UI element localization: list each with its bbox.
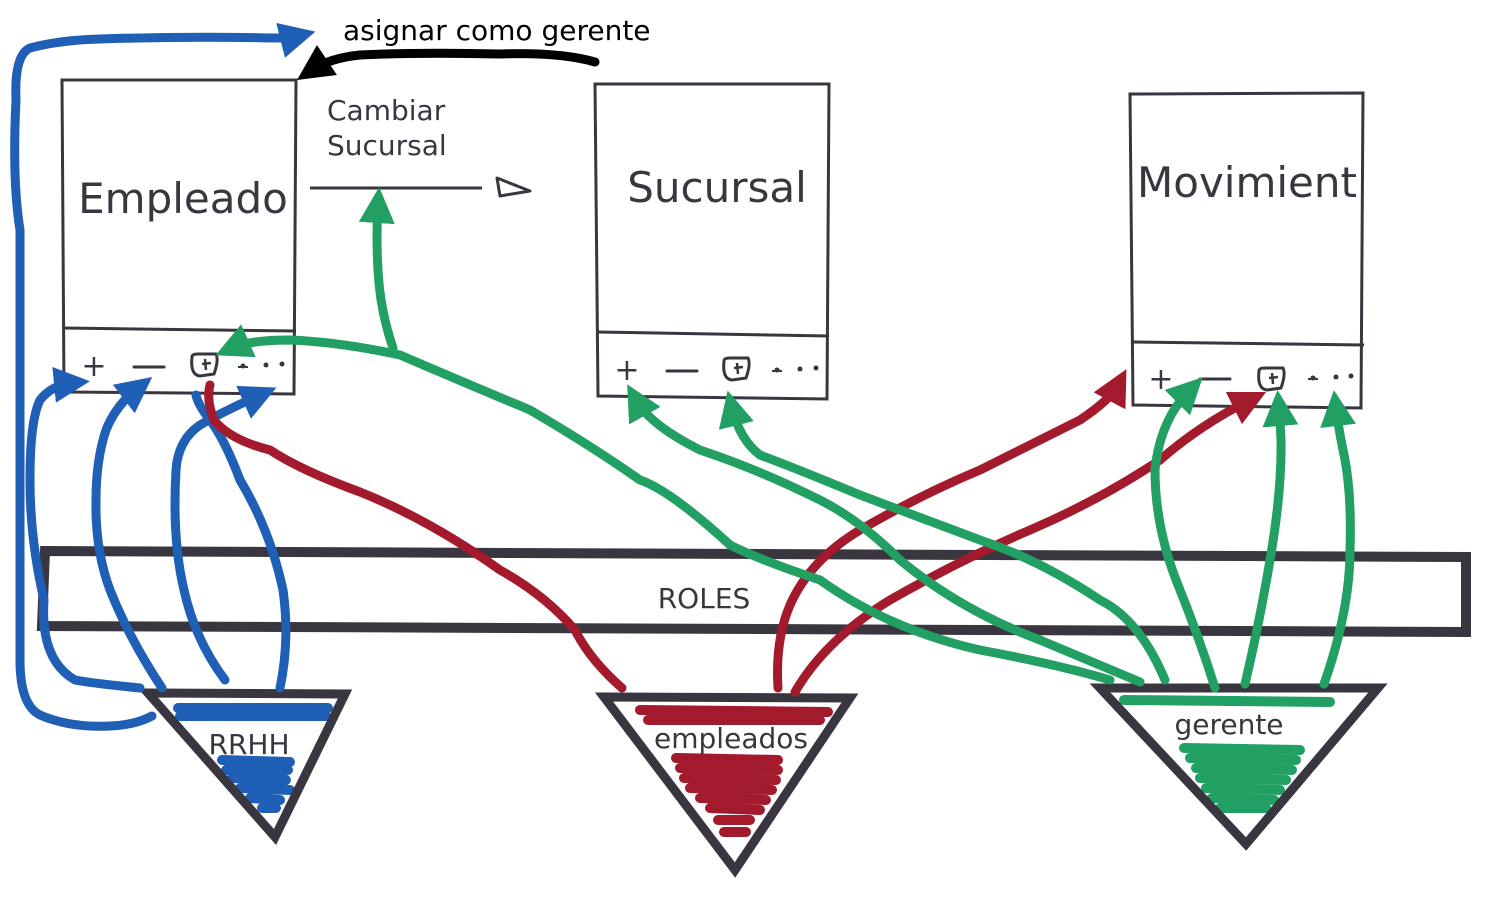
- entity-title: Empleado: [78, 174, 288, 223]
- change-branch-label-line1: Cambiar: [327, 94, 446, 127]
- rrhh-to-assign-manager-arrow: [10, 22, 316, 731]
- role-empleados: empleados: [594, 692, 859, 878]
- entity-divider: [596, 330, 830, 338]
- roles-bar-label: ROLES: [658, 582, 751, 615]
- action-edit-icon[interactable]: [190, 352, 219, 378]
- entity-sucursal: Sucursal +: [593, 82, 831, 401]
- empleados-permission-arrows: [204, 369, 1267, 697]
- rrhh-permission-arrows: [10, 22, 316, 731]
- role-label: empleados: [654, 722, 808, 755]
- rrhh-to-empleado-add-arrow: [25, 366, 145, 693]
- assign-manager-arrow: [297, 45, 600, 80]
- change-branch-label-line2: Sucursal: [327, 129, 447, 162]
- rrhh-to-empleado-remove-arrow: [91, 376, 167, 693]
- rrhh-to-empleado-more-arrow: [191, 390, 291, 693]
- gerente-to-change-branch-arrow: [358, 187, 398, 353]
- role-scribble: [635, 705, 833, 837]
- action-add-icon[interactable]: +: [81, 349, 106, 384]
- role-label: gerente: [1174, 708, 1283, 741]
- entity-title: Movimient: [1137, 158, 1357, 207]
- action-edit-icon[interactable]: [722, 356, 751, 382]
- entity-box: [593, 82, 831, 401]
- change-branch-annotation: Cambiar Sucursal: [310, 94, 532, 198]
- roles-bar: ROLES: [36, 545, 1471, 638]
- action-more-icon[interactable]: [772, 365, 819, 373]
- assign-manager-label: asignar como gerente: [343, 14, 651, 47]
- action-more-icon[interactable]: [1308, 373, 1354, 381]
- gerente-permission-arrows: [215, 187, 1356, 693]
- role-triangle: [1089, 683, 1388, 851]
- entity-title: Sucursal: [627, 163, 807, 212]
- empleados-to-movimiento-add-arrow: [773, 369, 1127, 693]
- gerente-to-sucursal-remove-arrow: [718, 390, 1170, 685]
- role-triangle: [137, 688, 353, 846]
- role-scribble: [1119, 695, 1335, 813]
- role-scribble: [173, 703, 333, 813]
- gerente-to-sucursal-add-arrow: [627, 384, 1145, 687]
- empleados-to-empleado-arrow: [204, 380, 627, 693]
- entity-divider: [63, 326, 297, 333]
- role-rrhh: RRHH: [137, 688, 353, 846]
- entity-divider: [1132, 340, 1365, 347]
- entity-box: [60, 78, 298, 396]
- action-add-icon[interactable]: +: [614, 353, 639, 388]
- role-gerente: gerente: [1089, 683, 1388, 851]
- entity-empleado: Empleado +: [60, 78, 298, 396]
- gerente-to-movimiento-more-arrow: [1319, 390, 1356, 689]
- entity-movimiento: Movimient +: [1128, 91, 1365, 410]
- action-edit-icon[interactable]: [1257, 366, 1286, 392]
- empleados-to-movimiento-edit-arrow: [790, 391, 1267, 697]
- gerente-to-movimiento-edit-arrow: [1240, 390, 1299, 689]
- role-label: RRHH: [208, 728, 289, 761]
- gerente-to-movimiento-add-arrow: [1150, 377, 1220, 693]
- send-icon: [495, 176, 532, 198]
- action-more-icon[interactable]: [238, 361, 285, 369]
- role-triangle: [594, 692, 859, 878]
- action-add-icon[interactable]: +: [1148, 362, 1173, 397]
- entity-box: [1128, 91, 1365, 410]
- gerente-to-empleado-edit-arrow: [215, 324, 1115, 685]
